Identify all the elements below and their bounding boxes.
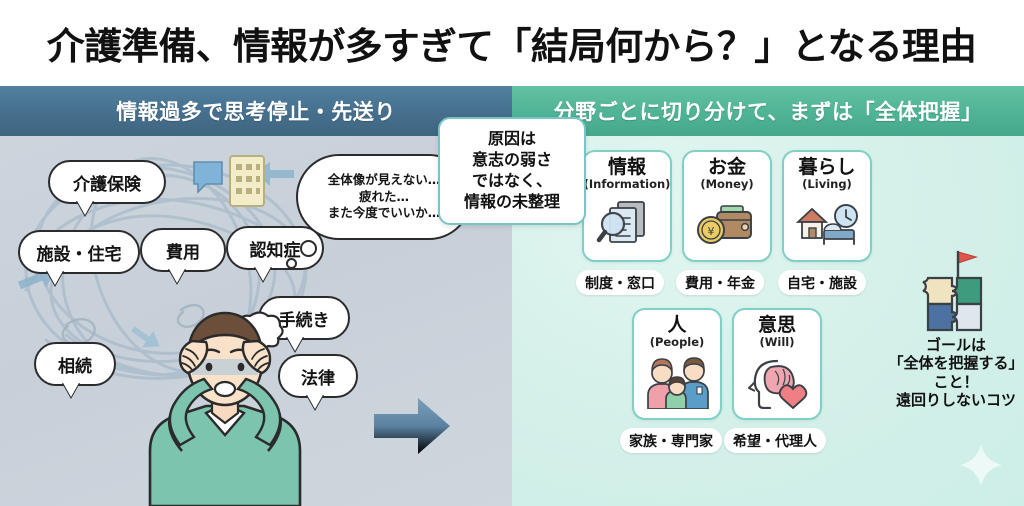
bubble-kaigo-hoken: 介護保険 — [48, 160, 166, 204]
card-will[interactable]: 意思 (Will) — [732, 308, 822, 420]
card-title-en: (Living) — [802, 176, 852, 191]
band-left-label: 情報過多で思考停止・先送り — [116, 100, 396, 124]
sparkle-decoration-icon — [960, 444, 1002, 486]
band-right-solution: 分野ごとに切り分けて、まずは「全体把握」 — [512, 86, 1024, 136]
stressed-person-illustration — [148, 311, 302, 506]
goal-line-3: こと！ — [933, 372, 979, 391]
callout-line-4: 情報の未整理 — [463, 191, 560, 211]
card-title-en: (People) — [649, 334, 705, 349]
card-artwork — [734, 349, 820, 418]
callout-line-2: 意志の弱さ — [471, 150, 552, 170]
bubble-houritsu: 法律 — [278, 354, 358, 398]
bubble-souzoku: 相続 — [34, 342, 116, 386]
page-title: 介護準備、情報が多すぎて「結局何から？」となる理由 — [47, 25, 977, 68]
goal-line-2: 「全体を把握する」 — [888, 354, 1024, 373]
goal-text: ゴールは 「全体を把握する」 こと！ 遠回りしないコツ — [888, 336, 1023, 409]
thought-line-3: また今度でいいか… — [327, 205, 441, 221]
thought-line-2: 疲れた… — [358, 188, 409, 204]
callout-line-3: ではなく、 — [471, 171, 552, 190]
band-left-problem: 情報過多で思考停止・先送り — [0, 86, 512, 136]
building-chat-icon — [193, 155, 265, 207]
wallet-coin-icon: ¥ — [697, 205, 752, 245]
card-title-jp: 意思 — [757, 314, 796, 336]
card-money[interactable]: お金 (Money) ¥ — [682, 150, 772, 262]
tag-kazoku-senmonka: 家族・専門家 — [620, 428, 722, 453]
right-panel-organized-categories: 情報 (Information) お金 (Money) — [512, 136, 1024, 506]
bubble-shisetsu-jutaku: 施設・住宅 — [18, 230, 140, 274]
card-information[interactable]: 情報 (Information) — [582, 150, 672, 262]
band-right-label: 分野ごとに切り分けて、まずは「全体把握」 — [553, 100, 983, 124]
family-caregiver-icon — [647, 357, 709, 410]
tag-seido-madoguchi: 制度・窓口 — [576, 270, 664, 295]
tag-hiyou-nenkin: 費用・年金 — [676, 270, 764, 295]
goal-block: ゴールは 「全体を把握する」 こと！ 遠回りしないコツ — [888, 248, 1024, 409]
left-panel-information-overload: 介護保険 施設・住宅 費用 認知症 手続き 相続 法律 全体像が見えない… 疲れ… — [0, 136, 512, 506]
card-artwork — [634, 349, 720, 418]
bubble-hiyou: 費用 — [140, 228, 226, 272]
card-artwork — [784, 191, 870, 260]
tag-jitaku-shisetsu: 自宅・施設 — [778, 270, 866, 295]
goal-line-4: 遠回りしないコツ — [895, 390, 1016, 409]
card-title-jp: 情報 — [607, 156, 646, 178]
bubble-ninchisho: 認知症 — [226, 226, 324, 270]
title-bar: 介護準備、情報が多すぎて「結局何から？」となる理由 — [0, 0, 1024, 86]
head-brain-heart-icon — [748, 360, 808, 410]
thought-bubble-dot — [286, 258, 297, 269]
card-artwork: ¥ — [684, 191, 770, 260]
card-title-jp: お金 — [707, 156, 746, 178]
card-title-jp: 暮らし — [798, 156, 856, 178]
card-living[interactable]: 暮らし (Living) — [782, 150, 872, 262]
cause-callout-box: 原因は 意志の弱さ ではなく、 情報の未整理 — [438, 117, 586, 225]
card-title-jp: 人 — [667, 314, 687, 336]
puzzle-flag-icon — [922, 250, 983, 332]
card-title-en: (Money) — [700, 176, 754, 191]
card-people[interactable]: 人 (People) — [632, 308, 722, 420]
svg-text:¥: ¥ — [708, 225, 715, 238]
document-search-icon — [596, 201, 645, 244]
mini-arrow-icon — [131, 326, 160, 348]
arrow-right-transition-icon — [374, 398, 450, 454]
thought-line-1: 全体像が見えない… — [327, 172, 441, 188]
card-artwork — [584, 191, 670, 260]
tag-kibou-dairinin: 希望・代理人 — [724, 428, 826, 453]
card-title-en: (Will) — [759, 334, 795, 349]
thought-bubble-dot — [300, 240, 317, 257]
card-title-en: (Information) — [583, 176, 671, 191]
callout-line-1: 原因は — [487, 129, 536, 149]
house-bed-clock-icon — [795, 204, 858, 246]
goal-line-1: ゴールは — [925, 336, 986, 354]
